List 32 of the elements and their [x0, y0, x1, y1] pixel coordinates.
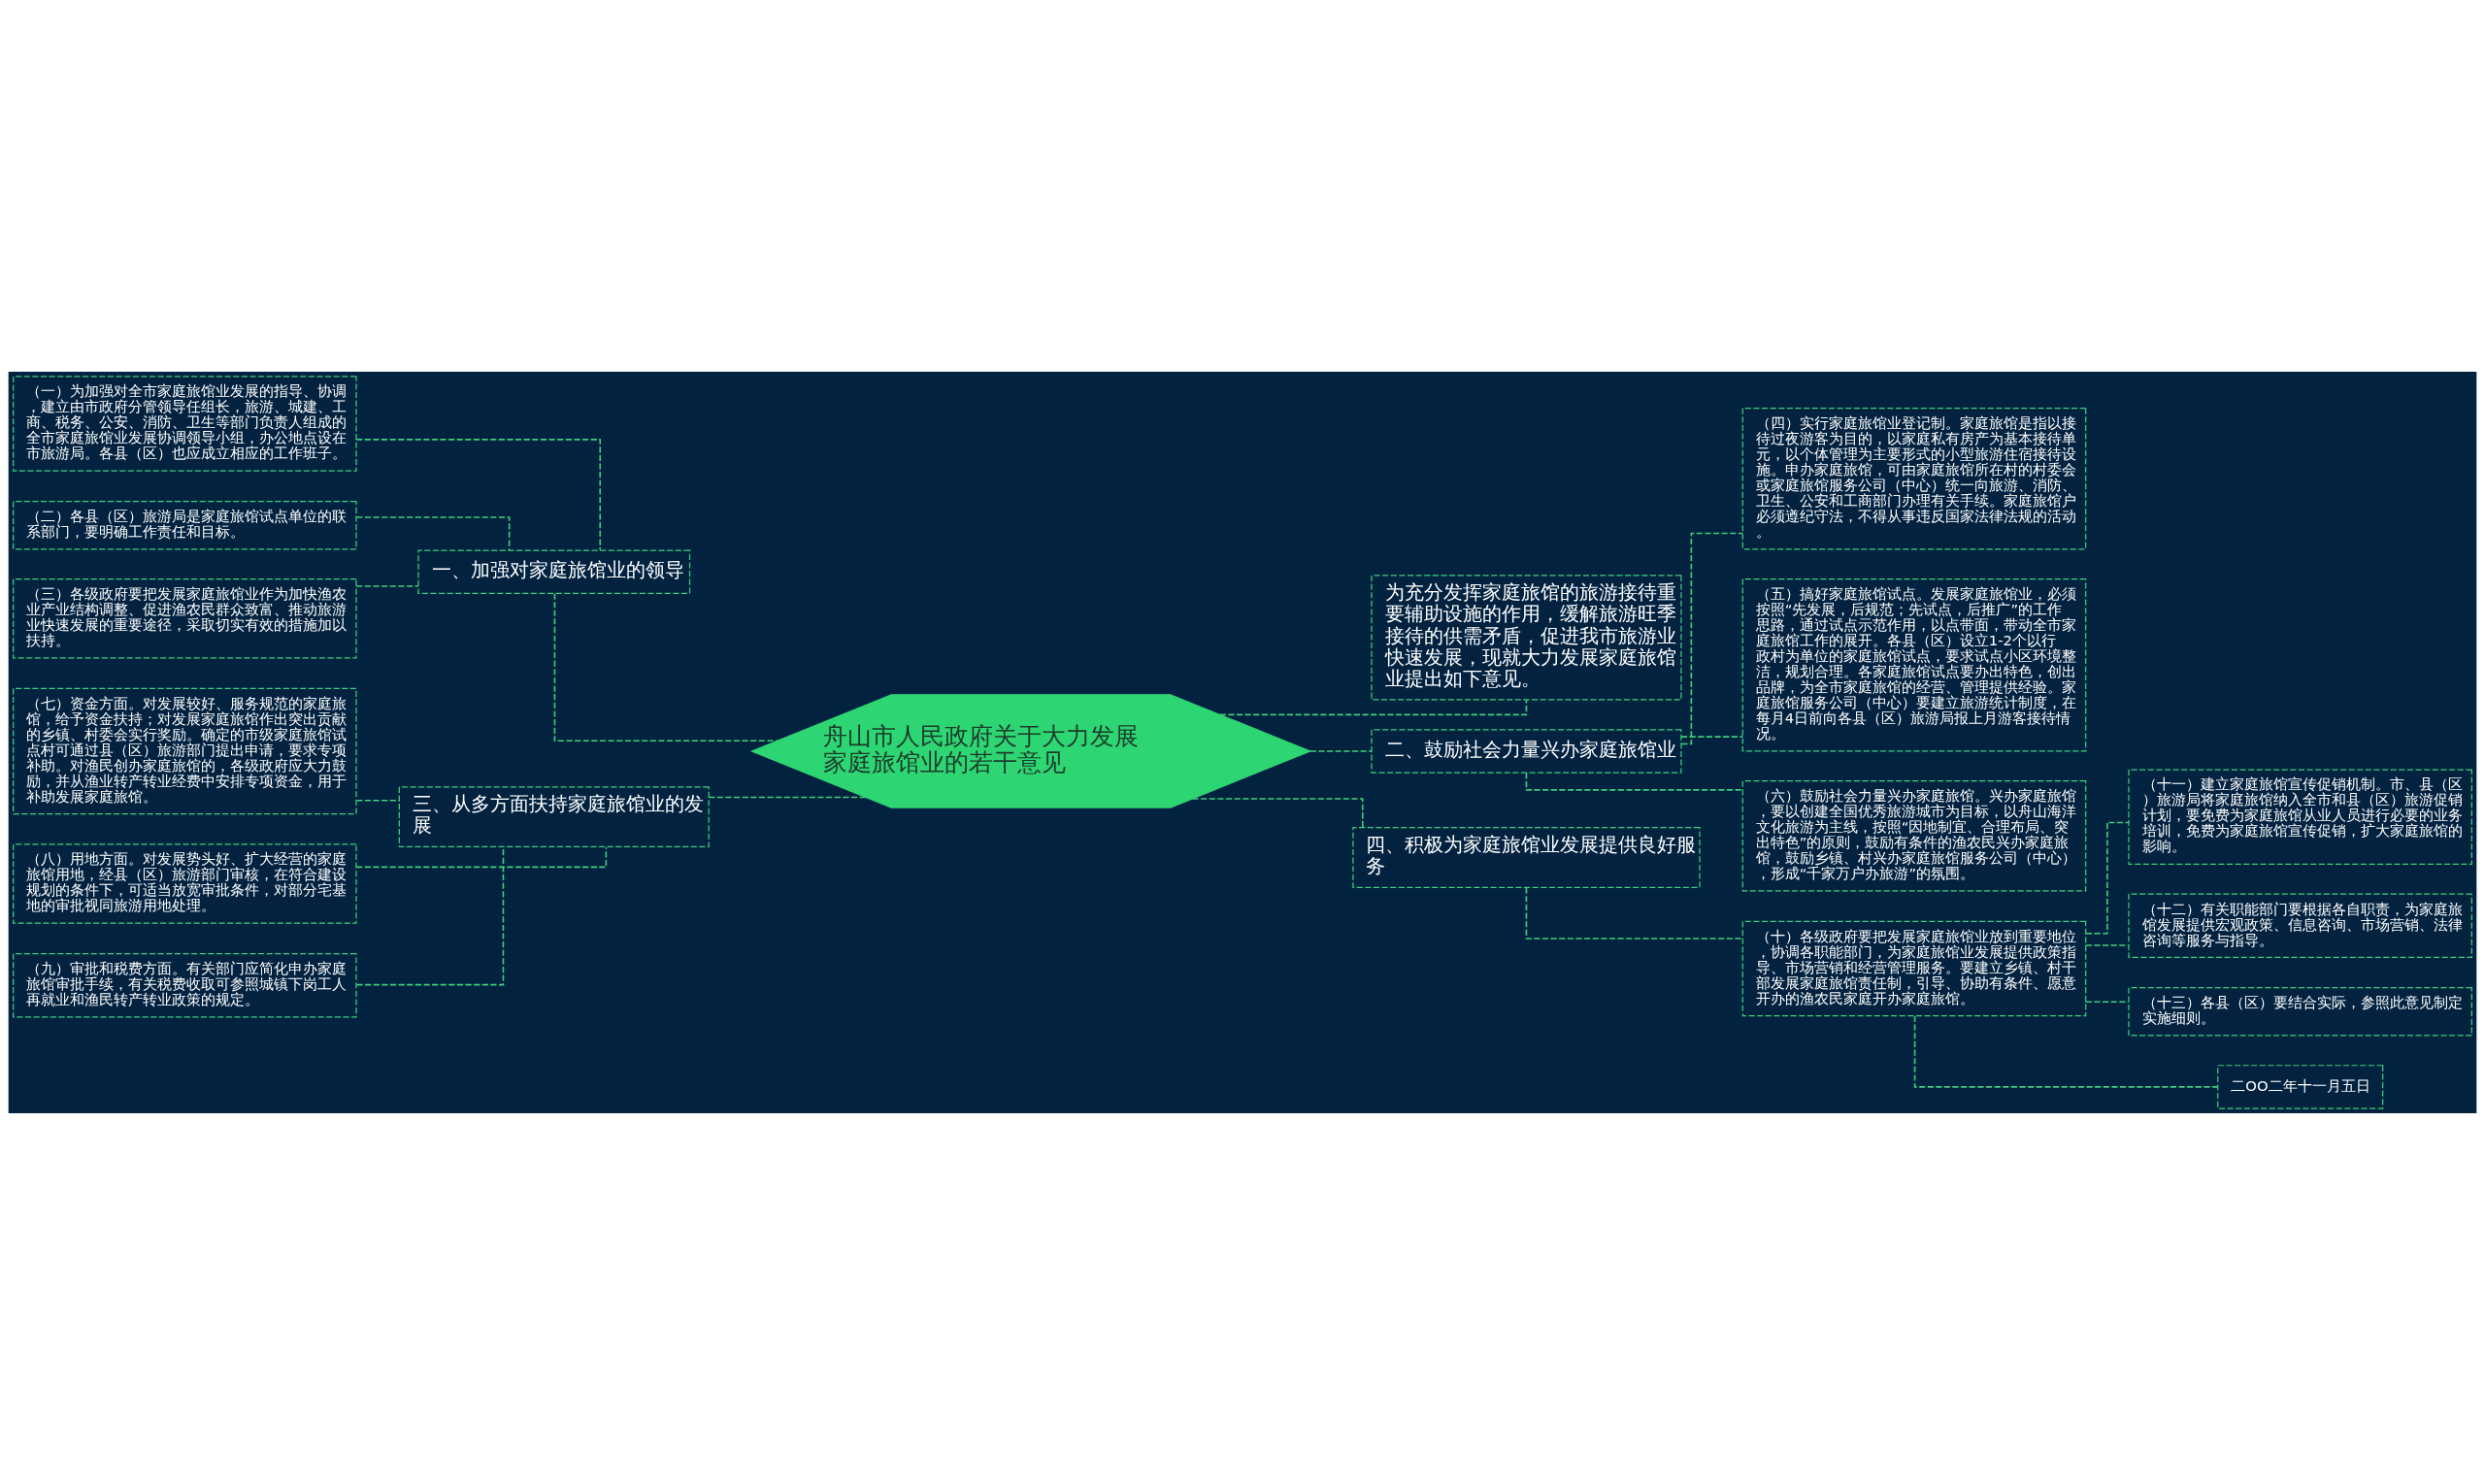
node-box: 一、加强对家庭旅馆业的领导 [417, 548, 691, 594]
node-box: （一）为加强对全市家庭旅馆业发展的指导、协调，建立由市政府分管领导任组长，旅游、城建、工商、税务、公安、消防、卫生等部门负责人组成的全市家庭旅馆业发展协调领导小组，办公地点设在市旅游局。各县（区）也应成立相应的工作班子。 [13, 375, 357, 472]
node-box: （二）各县（区）旅游局是家庭旅馆试点单位的联系部门，要明确工作责任和目标。 [13, 500, 357, 549]
connector [1680, 735, 1743, 738]
node-box: （三）各级政府要把发展家庭旅馆业作为加快渔农业产业结构调整、促进渔农民群众致富、推动旅游业快速发展的重要途径，采取切实有效的措施加以扶持。 [13, 577, 357, 658]
node-box: （六）鼓励社会力量兴办家庭旅馆。兴办家庭旅馆，要以创建全国优秀旅游城市为目标，以舟山海洋文化旅游为主线，按照“因地制宜、合理布局、突出特色”的原则，鼓励有条件的渔农民兴办家庭旅馆，鼓励乡镇、村兴办家庭旅馆服务公司（中心），形成“千家万户办旅游”的氛围。 [1741, 779, 2087, 892]
connector [2084, 943, 2130, 946]
node-box: 二OO二年十一月五日 [2217, 1064, 2384, 1109]
connector [2084, 1000, 2130, 1003]
node-box: （八）用地方面。对发展势头好、扩大经营的家庭旅馆用地，经县（区）旅游部门审核，在符合建设规划的条件下，可适当放宽审批条件，对部分宅基地的审批视同旅游用地处理。 [13, 842, 357, 924]
node-box: （七）资金方面。对发展较好、服务规范的家庭旅馆，给予资金扶持；对发展家庭旅馆作出突出贡献的乡镇、村委会实行奖励。确定的市级家庭旅馆试点村可通过县（区）旅游部门提出申请，要求专项补助。对渔民创办家庭旅馆的，各级政府应大力鼓励，并从渔业转产转业经费中安排专项资金，用于补助发展家庭旅馆。 [13, 687, 357, 814]
node-box: （九）审批和税费方面。有关部门应简化申办家庭旅馆审批手续，有关税费收取可参照城镇下岗工人再就业和渔民转产转业政策的规定。 [13, 952, 357, 1017]
node-box: 二、鼓励社会力量兴办家庭旅馆业 [1371, 728, 1682, 774]
connector [1913, 1014, 2219, 1088]
connector [1309, 749, 1373, 752]
node-box: 四、积极为家庭旅馆业发展提供良好服务 [1352, 826, 1701, 888]
connector [1680, 532, 1743, 744]
connector [355, 438, 601, 550]
node-box: （十三）各县（区）要结合实际，参照此意见制定实施细则。 [2128, 986, 2472, 1037]
connector [1525, 886, 1743, 940]
connector [708, 796, 867, 798]
node-box: （十二）有关职能部门要根据各自职责，为家庭旅馆发展提供宏观政策、信息咨询、市场营销、法律咨询等服务与指导。 [2128, 892, 2472, 958]
node-box: 三、从多方面扶持家庭旅馆业的发展 [398, 785, 710, 847]
node-box: （四）实行家庭旅馆业登记制。家庭旅馆是指以接待过夜游客为目的，以家庭私有房产为基本接待单元，以个体管理为主要形式的小型旅游住宿接待设施。申办家庭旅馆，可由家庭旅馆所在村的村委会或家庭旅馆服务公司（中心）统一向旅游、消防、卫生、公安和工商部门办理有关手续。家庭旅馆户必须遵纪守法，不得从事违反国家法律法规的活动。 [1741, 407, 2087, 549]
node-box: 为充分发挥家庭旅馆的旅游接待重要辅助设施的作用，缓解旅游旺季接待的供需矛盾，促进我市旅游业快速发展，现就大力发展家庭旅馆业提出如下意见。 [1371, 574, 1682, 701]
connector [355, 584, 419, 587]
connector [355, 515, 511, 551]
node-box: （五）搞好家庭旅馆试点。发展家庭旅馆业，必须按照“先发展，后规范；先试点，后推广”的工作思路，通过试点示范作用，以点带面，带动全市家庭旅馆工作的展开。各县（区）设立1-2个以行政村为单位的家庭旅馆试点，要求试点小区环境整洁，规划合理。各家庭旅馆试点要办出特色，创出品牌，为全市家庭旅馆的经营、管理提供经验。家庭旅馆服务公司（中心）要建立旅游统计制度，在每月4日前向各县（区）旅游局报上月游客接待情况。 [1741, 577, 2087, 752]
connector [355, 799, 400, 801]
node-box: （十一）建立家庭旅馆宣传促销机制。市、县（区）旅游局将家庭旅馆纳入全市和县（区）旅游促销计划，要免费为家庭旅馆从业人员进行必要的业务培训，免费为家庭旅馆宣传促销，扩大家庭旅馆的影响。 [2128, 768, 2472, 865]
connector [553, 592, 779, 742]
node-box: （十）各级政府要把发展家庭旅馆业放到重要地位，协调各职能部门，为家庭旅馆业发展提供政策指导、市场营销和经营管理服务。要建立乡镇、村干部发展家庭旅馆责任制，引导、协助有条件、愿意开办的渔农民家庭开办家庭旅馆。 [1741, 920, 2087, 1016]
